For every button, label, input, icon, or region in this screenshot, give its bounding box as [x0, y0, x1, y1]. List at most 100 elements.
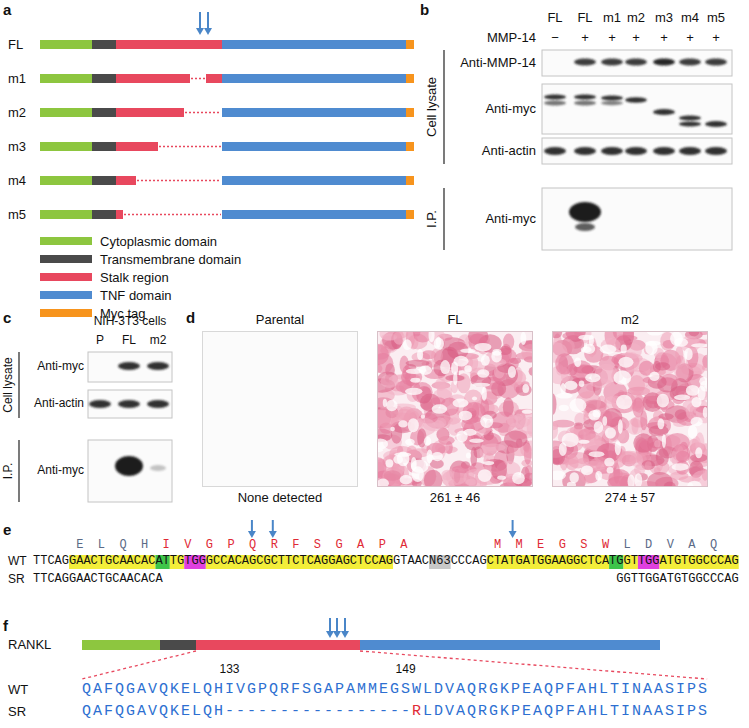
blot-band [147, 362, 169, 370]
micrograph-border [553, 332, 708, 487]
unstained-gap [453, 372, 457, 385]
unstained-gap [454, 356, 469, 367]
unstained-gap [649, 372, 659, 381]
unstained-gap [405, 439, 415, 446]
domain-segment [160, 640, 196, 650]
micrograph-ground [377, 331, 533, 487]
arrow-shaft [251, 520, 253, 532]
arrow-head [204, 28, 212, 35]
stained-cell [654, 440, 660, 447]
blot-band [544, 147, 566, 155]
unstained-gap [482, 387, 487, 401]
bracket-line [443, 50, 444, 164]
treatment-label: MMP-14 [487, 31, 536, 46]
unstained-gap [585, 373, 600, 382]
micrograph-image [202, 331, 358, 487]
blot-band [118, 400, 140, 408]
unstained-gap [560, 383, 565, 394]
lane-label: m2 [627, 11, 645, 26]
construct-label: m1 [8, 71, 26, 86]
arrow-head [333, 631, 341, 638]
fraction-label: I.P. [2, 463, 16, 479]
unstained-gap [472, 383, 490, 387]
unstained-gap [481, 355, 490, 366]
stained-cell [424, 470, 443, 487]
lane-label: m3 [655, 11, 673, 26]
blot-band [601, 95, 623, 100]
blot-band [653, 59, 675, 66]
unstained-gap [618, 357, 633, 368]
domain-segment [222, 108, 406, 117]
legend-row: Stalk region [40, 269, 169, 285]
unstained-gap [459, 411, 473, 421]
quantification-value: 261 ± 46 [430, 489, 481, 507]
domain-segment [92, 210, 116, 219]
zoom-guide [360, 651, 707, 679]
domain-segment [92, 176, 116, 185]
unstained-gap [474, 343, 491, 351]
legend-text: TNF domain [100, 288, 172, 303]
stained-cell [479, 448, 486, 458]
mutant-residue: R [412, 703, 423, 720]
unstained-gap [628, 475, 635, 488]
unstained-gap [398, 421, 407, 428]
domain-segment [40, 40, 92, 49]
blot-band [118, 362, 140, 370]
domain-segment [40, 74, 92, 83]
domain-segment [92, 108, 116, 117]
lane-label: FL [577, 11, 592, 26]
unstained-gap [600, 345, 617, 354]
lane-label: m1 [603, 11, 621, 26]
antibody-label: Anti-myc [485, 102, 536, 117]
blot-band [89, 400, 111, 408]
unstained-gap [417, 349, 423, 360]
zoom-guide [82, 651, 196, 679]
unstained-gap [452, 399, 468, 408]
treatment-sign: + [581, 31, 589, 46]
stained-cell [430, 397, 445, 404]
legend-swatch [40, 291, 92, 299]
unstained-gap [615, 441, 621, 456]
domain-segment [222, 176, 406, 185]
unstained-gap [427, 450, 433, 464]
unstained-gap [403, 340, 412, 351]
unstained-gap [700, 381, 708, 392]
rankl-bar [82, 618, 660, 650]
panel-letter: a [3, 1, 11, 18]
blot-band [679, 59, 701, 66]
arrow-shaft [336, 618, 338, 632]
domain-segment [196, 640, 360, 650]
unstained-gap [684, 348, 692, 360]
lane-label: FL [547, 11, 562, 26]
micrograph-ground [552, 331, 708, 487]
unstained-gap [602, 416, 607, 426]
unstained-gap [469, 439, 484, 443]
blot-band [679, 121, 701, 126]
construct-bars [40, 12, 414, 219]
arrow-head [269, 531, 277, 538]
blot-band [601, 147, 623, 155]
micrograph-ground [203, 332, 358, 487]
unstained-gap [635, 473, 643, 487]
blot-band [625, 147, 647, 155]
unstained-gap [594, 421, 603, 433]
micrograph-image [377, 331, 533, 487]
stained-cell [470, 447, 477, 467]
blot-panel [88, 352, 172, 382]
unstained-gap [574, 358, 581, 368]
domain-segment [222, 74, 406, 83]
domain-segment [406, 108, 414, 117]
domain-segment [40, 108, 92, 117]
blot-band [705, 59, 727, 66]
blot-band [115, 456, 143, 476]
domain-segment [116, 40, 222, 49]
lane-label: m2 [150, 334, 167, 348]
antibody-label: Anti-MMP-14 [460, 56, 536, 71]
fraction-label: Cell lysate [2, 357, 16, 412]
blot-band [653, 109, 675, 115]
domain-segment [116, 176, 136, 185]
unstained-gap [432, 452, 443, 461]
blot-band [574, 59, 596, 66]
unstained-gap [691, 344, 708, 348]
blot-band [569, 202, 601, 222]
